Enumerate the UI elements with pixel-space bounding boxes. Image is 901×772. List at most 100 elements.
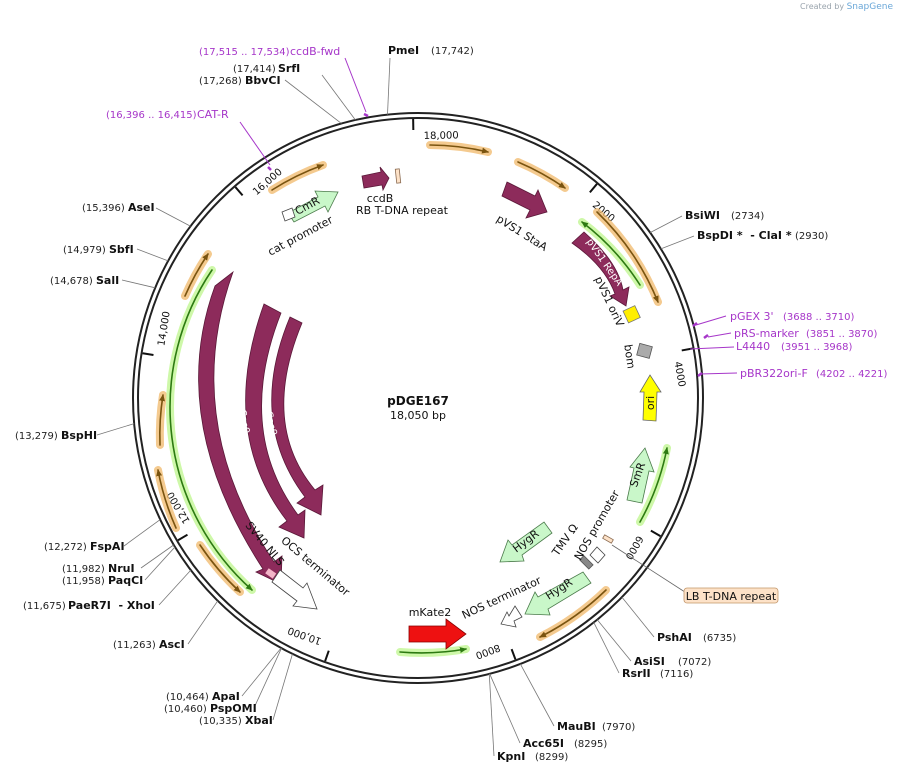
tick-label: 10,000 <box>286 624 323 646</box>
tick-mark <box>510 648 517 660</box>
enzyme-leader-line <box>123 519 161 547</box>
tick-mark <box>234 186 244 197</box>
backbone <box>132 112 704 684</box>
plasmid-name: pDGE167 <box>387 394 449 408</box>
tick-mark <box>324 650 330 662</box>
ocs-terminator-arrow <box>271 569 318 610</box>
enzyme-paer7i-xhoi-pos: (11,675) <box>23 601 66 612</box>
enzyme-leader-line <box>621 596 655 638</box>
enzyme-acc65i-pos: (8295) <box>574 739 607 750</box>
cas9-inner-label: Cas9 <box>262 410 278 436</box>
enzyme-bbvci-name: BbvCI <box>245 74 281 87</box>
enzyme-pspomi-name: PspOMI <box>210 702 257 715</box>
enzyme-pmei-name: PmeI <box>388 44 419 57</box>
enzyme-leader-line <box>321 74 356 121</box>
enzyme-fspai-name: FspAI <box>90 540 125 553</box>
nos-terminator-arrow <box>500 605 523 628</box>
enzyme-labels: PmeI (17,742) (17,414) SrfI (17,268) Bbv… <box>15 44 828 763</box>
lb-repeat-label: LB T-DNA repeat <box>686 590 777 603</box>
tick-label: 8000 <box>474 641 502 660</box>
enzyme-bsphi-pos: (13,279) <box>15 431 58 442</box>
enzyme-leader-line <box>136 248 169 262</box>
green-arcs <box>166 218 671 657</box>
cas9-inner-arrow <box>271 316 324 516</box>
green-arc <box>169 269 253 591</box>
tick-label: 4000 <box>672 361 687 388</box>
primer-lines <box>239 57 738 377</box>
ori-label: ori <box>644 396 657 410</box>
primer-pbr322ori-f-pos: (4202 .. 4221) <box>816 369 888 380</box>
enzyme-asei-name: AseI <box>128 201 155 214</box>
enzyme-leader-line <box>158 569 192 606</box>
tmv-omega-box <box>579 555 594 570</box>
enzyme-pshai-name: PshAI <box>657 631 692 644</box>
enzyme-paqci-pos: (11,958) <box>62 576 105 587</box>
enzyme-srfi-pos: (17,414) <box>233 64 276 75</box>
sv40-nls-box <box>264 567 278 580</box>
enzyme-leader-line <box>140 544 174 569</box>
tick-label: 6000 <box>623 534 645 562</box>
enzyme-leader-lines <box>96 57 695 757</box>
cmr-arrow <box>287 190 339 223</box>
orf-arc <box>156 469 177 529</box>
cas9-mid-label: Cas9 <box>236 408 251 434</box>
enzyme-leader-line <box>387 57 391 115</box>
enzyme-pmei-pos: (17,742) <box>431 46 474 57</box>
orf-arc <box>596 211 659 303</box>
tick-label: 14,000 <box>156 311 172 347</box>
enzyme-leader-line <box>660 235 695 250</box>
tick-mark <box>177 533 188 542</box>
enzyme-leader-line <box>596 619 632 662</box>
enzyme-sbfi-name: SbfI <box>109 243 134 256</box>
cas9-arcs: Cas9 Cas9 Cas9 <box>185 270 324 585</box>
enzyme-kpni-name: KpnI <box>497 750 525 763</box>
primer-cat-r-name: CAT-R <box>197 108 229 121</box>
enzyme-pshai-pos: (6735) <box>703 633 736 644</box>
smr-arrow <box>626 447 655 504</box>
snapgene-branding: Created by SnapGene <box>800 2 893 12</box>
enzyme-acc65i-name: Acc65I <box>523 737 564 750</box>
enzyme-sbfi-pos: (14,979) <box>63 245 106 256</box>
enzyme-leader-line <box>253 648 282 709</box>
enzyme-asisi-pos: (7072) <box>678 657 711 668</box>
enzyme-srfi-name: SrfI <box>278 62 300 75</box>
primer-ccdb-fwd-pos: (17,515 .. 17,534) <box>199 47 290 58</box>
enzyme-asisi-name: AsiSI <box>634 655 665 668</box>
primer-prs-marker-name: pRS-marker <box>734 327 799 340</box>
feature-arrows: CmR pVS1 RepA ori SmR HygR HygR <box>264 166 662 650</box>
pvs1-staa-label: pVS1 StaA <box>494 212 550 254</box>
enzyme-asci-name: AscI <box>159 638 185 651</box>
enzyme-xbai-pos: (10,335) <box>199 716 242 727</box>
enzyme-asei-pos: (15,396) <box>82 203 125 214</box>
enzyme-paer7i-xhoi-name: PaeR7I - XhoI <box>68 599 155 612</box>
cas9-mid-arrow <box>245 303 306 539</box>
enzyme-leader-line <box>272 653 293 721</box>
tick-mark <box>589 183 598 194</box>
branding-prefix: Created by <box>800 2 845 11</box>
pvs1-staa-arrow <box>501 181 548 219</box>
plasmid-size: 18,050 bp <box>390 409 446 422</box>
orf-arc <box>199 544 241 593</box>
enzyme-leader-line <box>488 673 495 757</box>
enzyme-nrui-pos: (11,982) <box>62 564 105 575</box>
cat-promoter-arrow <box>281 207 296 222</box>
primer-prs-marker-pos: (3851 .. 3870) <box>806 329 878 340</box>
enzyme-maubi-name: MauBI <box>557 720 596 733</box>
tick-label: 18,000 <box>424 130 459 142</box>
enzyme-apai-pos: (10,464) <box>166 692 209 703</box>
primer-ccdb-fwd-name: ccdB-fwd <box>290 45 340 58</box>
enzyme-bspdi-clai-name: BspDI * - ClaI * <box>697 229 792 242</box>
lb-repeat-callout: LB T-DNA repeat <box>611 544 779 604</box>
nos-promoter-arrow <box>589 546 606 564</box>
rb-repeat-label: RB T-DNA repeat <box>356 204 449 217</box>
enzyme-pspomi-pos: (10,460) <box>164 704 207 715</box>
enzyme-paqci-name: PaqCI <box>108 574 143 587</box>
ccdb-label: ccdB <box>367 192 394 205</box>
primer-l4440-name: L4440 <box>736 340 770 353</box>
orf-arcs <box>154 141 662 641</box>
ccdb-arrow <box>361 166 390 192</box>
enzyme-leader-line <box>155 207 191 227</box>
enzyme-leader-line <box>121 279 156 289</box>
cas9-outer-label: Cas9 <box>185 424 199 450</box>
